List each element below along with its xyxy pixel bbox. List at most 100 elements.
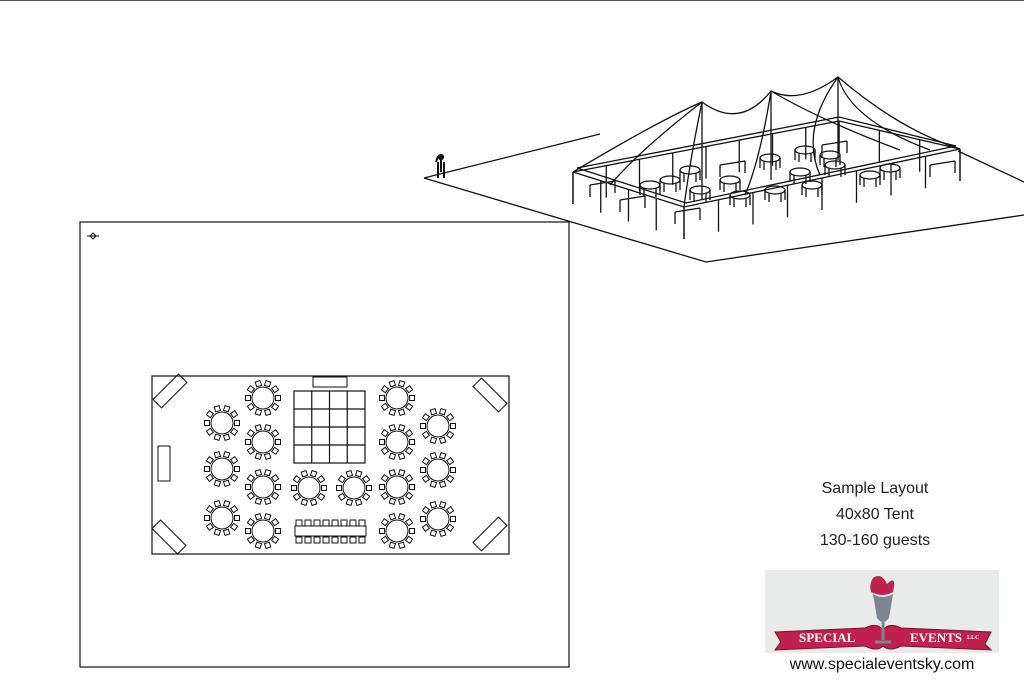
chair <box>450 516 456 522</box>
chair <box>205 409 215 419</box>
chair <box>397 541 406 550</box>
chair <box>313 536 321 544</box>
chair <box>246 384 256 394</box>
chair <box>254 452 263 461</box>
chair <box>213 479 222 488</box>
chair <box>345 469 354 478</box>
chair <box>275 528 281 534</box>
table-3d <box>879 163 901 180</box>
chair <box>421 430 431 440</box>
chair <box>234 420 240 426</box>
top-border <box>0 0 1024 1</box>
chair <box>420 467 426 473</box>
property-boundary <box>79 221 570 668</box>
chair <box>438 407 447 416</box>
chair <box>445 430 455 440</box>
chair <box>322 536 330 544</box>
rect-table-3d <box>821 140 848 157</box>
chair <box>321 485 327 491</box>
chair <box>380 517 390 527</box>
tent-outline <box>151 375 510 555</box>
chair <box>246 473 256 483</box>
chair <box>421 474 431 484</box>
chair <box>438 451 447 460</box>
chair <box>404 446 414 456</box>
round-table <box>420 500 456 538</box>
caption-title: Sample Layout <box>821 480 929 497</box>
ground-plane <box>423 133 1024 263</box>
chair <box>222 450 231 459</box>
chair <box>275 439 281 445</box>
chair <box>229 409 239 419</box>
chair <box>380 384 390 394</box>
chair <box>213 450 222 459</box>
chair <box>229 427 239 437</box>
chair <box>388 468 397 477</box>
chair <box>421 523 431 533</box>
chair <box>246 428 256 438</box>
chair <box>366 485 372 491</box>
chair <box>397 468 406 477</box>
chair <box>354 469 363 478</box>
chair <box>254 468 263 477</box>
table-3d <box>759 153 781 170</box>
chair <box>263 379 272 388</box>
chair <box>349 536 357 544</box>
round-table <box>291 469 327 507</box>
chair <box>429 407 438 416</box>
logo-suffix: LLC <box>967 635 980 641</box>
chair <box>263 408 272 417</box>
chair <box>254 379 263 388</box>
chair <box>409 439 415 445</box>
chair <box>354 498 363 507</box>
round-table <box>420 407 456 445</box>
website-url: www.specialeventsky.com <box>789 656 975 673</box>
chair <box>388 379 397 388</box>
round-table <box>245 512 281 550</box>
chair <box>270 491 280 501</box>
chair <box>292 492 302 502</box>
chair <box>331 536 339 544</box>
floor-plan <box>79 221 570 668</box>
bar-station <box>312 376 348 388</box>
round-table <box>420 451 456 489</box>
chair <box>270 428 280 438</box>
chair <box>421 456 431 466</box>
logo-word-events: EVENTS <box>910 630 963 645</box>
chair <box>380 446 390 456</box>
chair <box>204 420 210 426</box>
chair <box>304 519 312 527</box>
rect-table-3d <box>674 207 701 224</box>
chair <box>300 498 309 507</box>
north-marker <box>87 232 99 240</box>
chair <box>254 408 263 417</box>
chair <box>309 469 318 478</box>
table-3d <box>819 150 841 167</box>
round-table <box>379 423 415 461</box>
chair <box>404 384 414 394</box>
chair <box>388 541 397 550</box>
chair <box>379 484 385 490</box>
chair <box>222 479 231 488</box>
chair <box>275 484 281 490</box>
round-table <box>379 379 415 417</box>
chair <box>404 535 414 545</box>
table-3d <box>824 160 846 177</box>
chair <box>397 379 406 388</box>
round-table <box>245 379 281 417</box>
chair <box>213 528 222 537</box>
chair <box>254 497 263 506</box>
chair <box>316 474 326 484</box>
chair <box>222 433 231 442</box>
rect-table-3d <box>589 180 616 197</box>
chair <box>234 515 240 521</box>
chair <box>254 541 263 550</box>
chair <box>450 467 456 473</box>
chair <box>205 522 215 532</box>
chair <box>380 428 390 438</box>
chair <box>246 535 256 545</box>
round-table <box>204 404 240 442</box>
chair <box>245 484 251 490</box>
chair <box>388 452 397 461</box>
